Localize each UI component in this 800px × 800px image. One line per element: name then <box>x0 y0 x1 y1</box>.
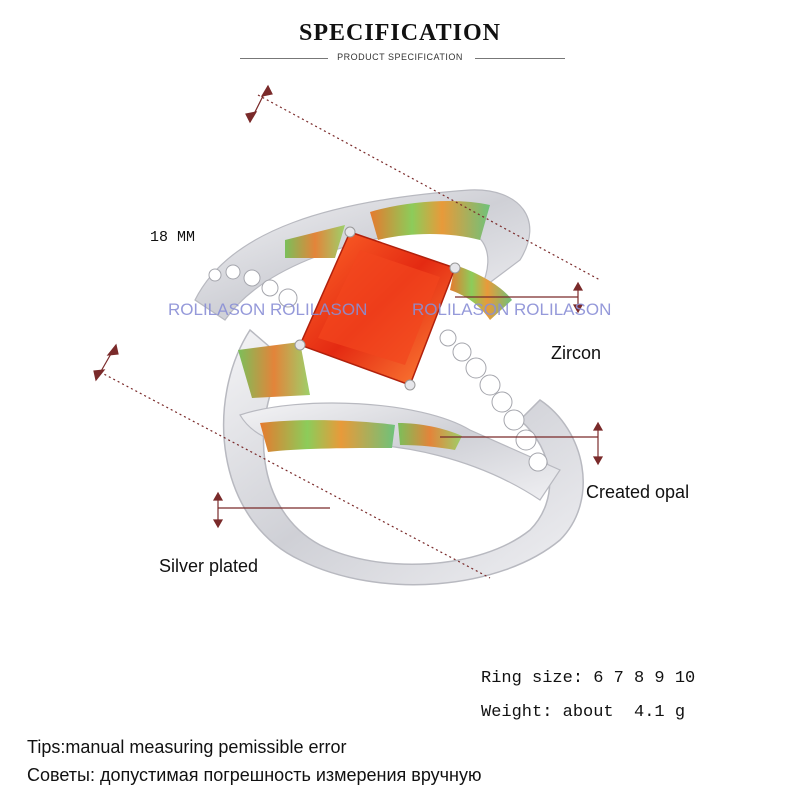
watermark-right: ROLILASON ROLILASON <box>412 300 612 319</box>
zircon-row-upper <box>208 264 298 308</box>
opal-inlay-mid-left <box>238 342 310 398</box>
dimension-line <box>93 84 601 579</box>
ring-size-text: Ring size: 6 7 8 9 10 <box>481 669 696 688</box>
zircon-row-right <box>439 329 548 472</box>
title-rule-left <box>240 58 328 59</box>
opal-inlay-right <box>450 265 512 320</box>
tip-english: Tips:manual measuring pemissible error <box>27 737 347 757</box>
tip-russian: Советы: допустимая погрешность измерения… <box>27 765 482 785</box>
weight-text: Weight: about 4.1 g <box>481 703 686 722</box>
opal-inlay-left <box>285 225 345 258</box>
zircon-label: Zircon <box>551 343 602 363</box>
silver-plated-label: Silver plated <box>159 556 259 576</box>
opal-inlay-lower <box>260 420 395 452</box>
center-gem <box>294 226 461 391</box>
watermark-left: ROLILASON ROLILASON <box>168 300 368 319</box>
title-rule-right <box>475 58 565 59</box>
callout-leaders <box>212 281 604 529</box>
dimension-label: 18 MM <box>150 229 196 246</box>
opal-inlay-lower-right <box>398 423 462 450</box>
opal-inlay-top <box>370 200 490 240</box>
page-title: SPECIFICATION <box>299 20 501 46</box>
page-subtitle: PRODUCT SPECIFICATION <box>337 52 463 62</box>
created-opal-label: Created opal <box>586 482 690 502</box>
